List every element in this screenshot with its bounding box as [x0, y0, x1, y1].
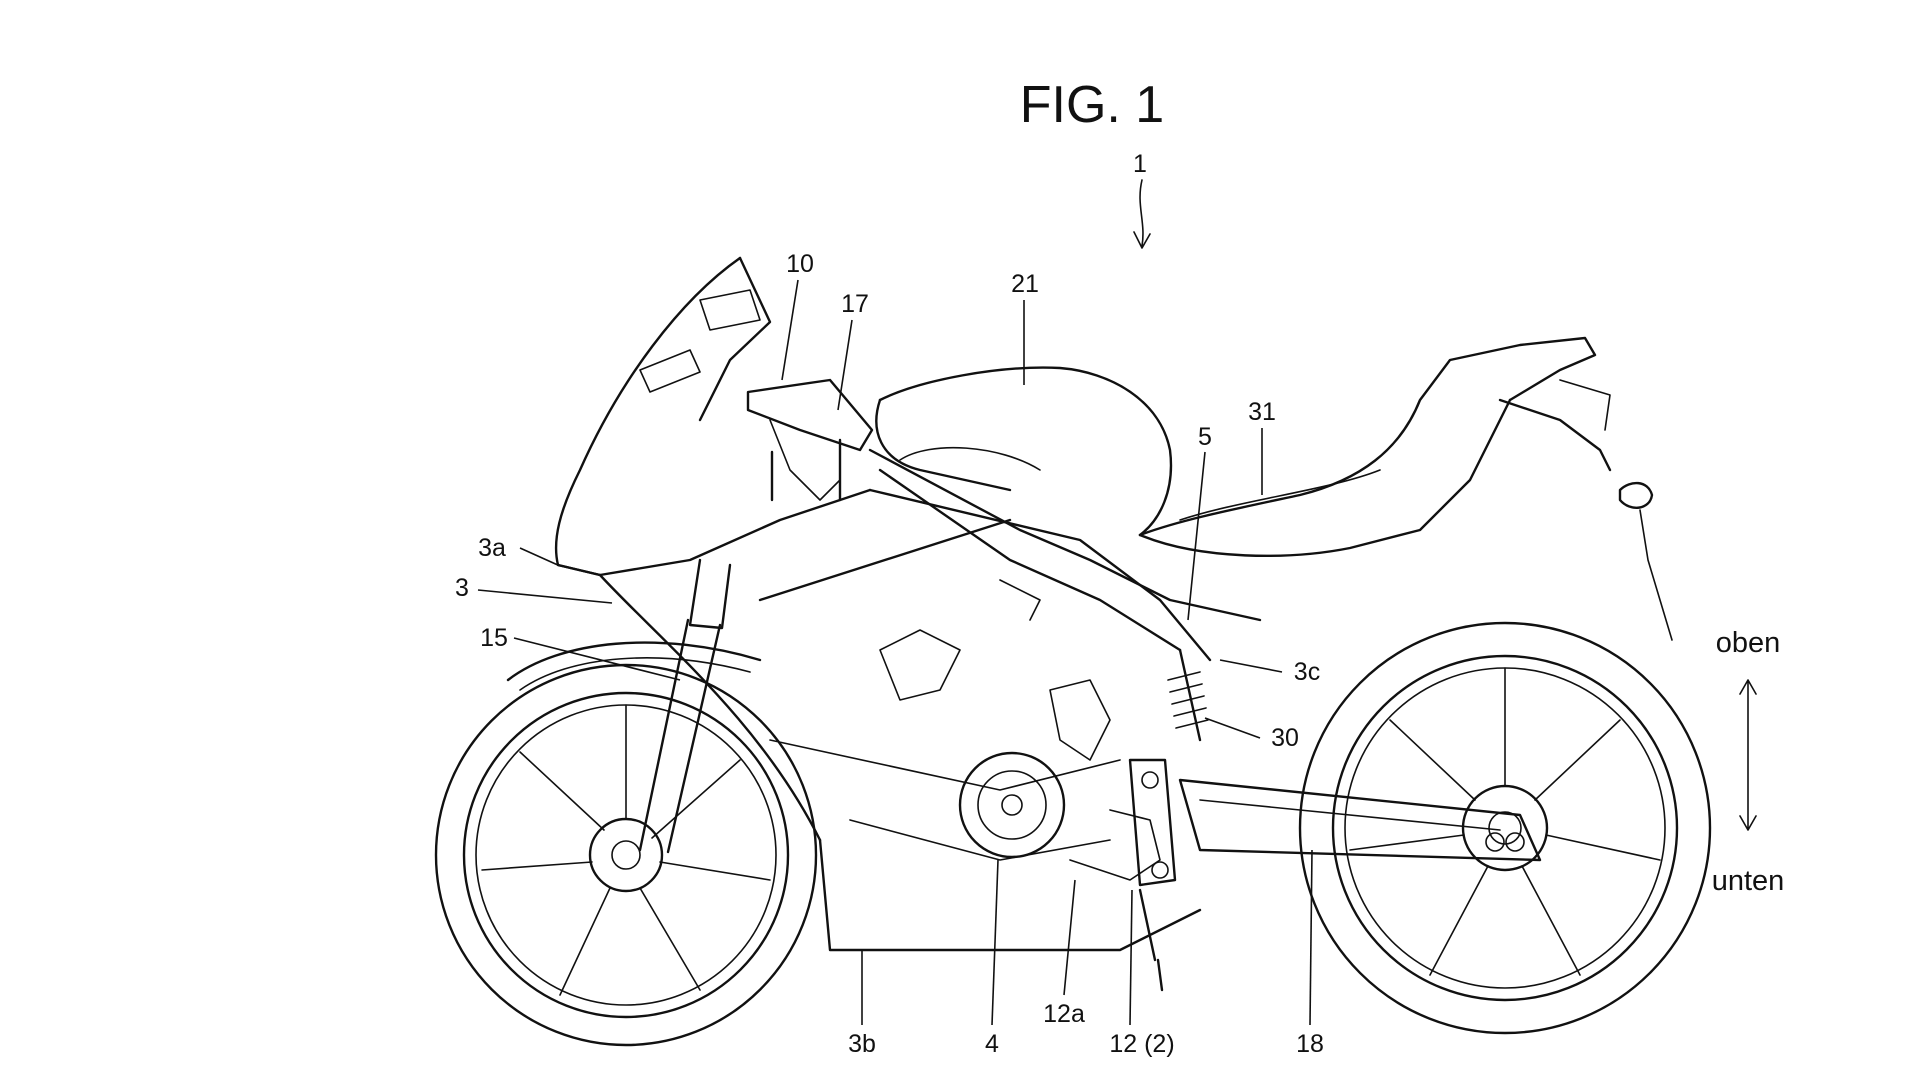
footrest-bracket — [1128, 758, 1177, 992]
handlebar — [746, 378, 874, 502]
swingarm — [1178, 778, 1542, 862]
ref-label-15: 15 — [480, 624, 508, 652]
main-reference-number: 1 — [1133, 150, 1147, 178]
front-fairing — [554, 256, 1212, 952]
ref-label-12a: 12a — [1043, 1000, 1085, 1028]
ref-label-18: 18 — [1296, 1030, 1324, 1058]
direction-double-arrow — [1739, 679, 1757, 831]
front-wheel — [434, 663, 818, 1047]
rear-shock — [1167, 648, 1209, 742]
frame — [868, 448, 1262, 652]
direction-down-label: unten — [1712, 865, 1785, 897]
ref-label-4: 4 — [985, 1030, 999, 1058]
ref-label-3a: 3a — [478, 534, 506, 562]
ref-label-21: 21 — [1011, 270, 1039, 298]
ref-label-5: 5 — [1198, 423, 1212, 451]
main-reference-arrow — [1133, 179, 1151, 249]
ref-label-12: 12 (2) — [1109, 1030, 1174, 1058]
figure-title: FIG. 1 — [1020, 76, 1164, 134]
direction-up-label: oben — [1716, 627, 1781, 659]
engine — [879, 629, 1161, 881]
ref-label-3: 3 — [455, 574, 469, 602]
seat-and-tail — [1138, 336, 1673, 641]
ref-label-30: 30 — [1271, 724, 1299, 752]
direction-indicator: oben unten — [1712, 627, 1785, 897]
fuel-tank — [875, 366, 1173, 537]
ref-label-31: 31 — [1248, 398, 1276, 426]
ref-label-10: 10 — [786, 250, 814, 278]
front-fork — [506, 558, 762, 854]
reference-labels: 10 17 21 5 31 3a 3 15 3c 30 3b 4 12a 12 … — [455, 250, 1324, 1058]
ref-label-3b: 3b — [848, 1030, 876, 1058]
rear-wheel — [1298, 621, 1712, 1035]
ref-label-17: 17 — [841, 290, 869, 318]
ref-label-3c: 3c — [1294, 658, 1320, 686]
motorcycle-drawing — [434, 256, 1712, 1047]
